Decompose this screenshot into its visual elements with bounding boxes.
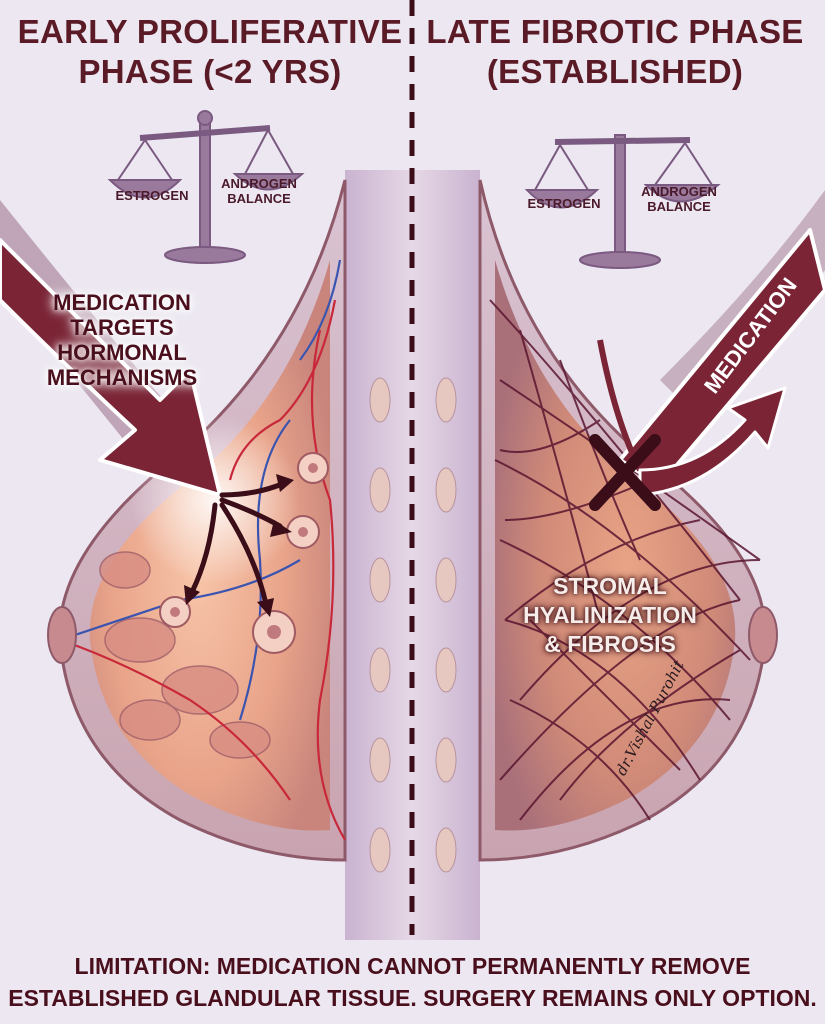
left-nipple (47, 606, 77, 664)
deflected-arrow (638, 386, 787, 497)
fibrous-strands (489, 299, 761, 821)
stromal-fibrosis-label: STROMAL HYALINIZATION & FIBROSIS (523, 573, 697, 657)
right-nipple (748, 606, 778, 664)
scale-left-androgen-label: ANDROGEN BALANCE (221, 176, 297, 206)
scale-right-icon (524, 134, 721, 269)
sternum-strip (345, 170, 480, 940)
cell-nuclei (170, 463, 318, 639)
medication-targets-label: MEDICATION TARGETS HORMONAL MECHANISMS (46, 290, 198, 390)
title-late-phase: LATE FIBROTIC PHASE (ESTABLISHED) (426, 13, 804, 90)
right-gland-tissue (495, 260, 736, 831)
sternum-nodules (369, 377, 457, 873)
medication-arrow-left (0, 238, 222, 497)
scale-left-estrogen-label: ESTROGEN (115, 188, 189, 203)
title-early-phase: EARLY PROLIFERATIVE PHASE (<2 YRS) (17, 13, 403, 90)
limitation-footer: LIMITATION: MEDICATION CANNOT PERMANENTL… (8, 953, 817, 1011)
cell-arrowheads (184, 474, 294, 617)
scale-right-estrogen-label: ESTROGEN (527, 196, 601, 211)
scale-left-icon (107, 110, 305, 264)
left-lobules (99, 551, 271, 759)
scale-right-androgen-label: ANDROGEN BALANCE (641, 184, 717, 214)
block-x-icon (589, 434, 661, 511)
